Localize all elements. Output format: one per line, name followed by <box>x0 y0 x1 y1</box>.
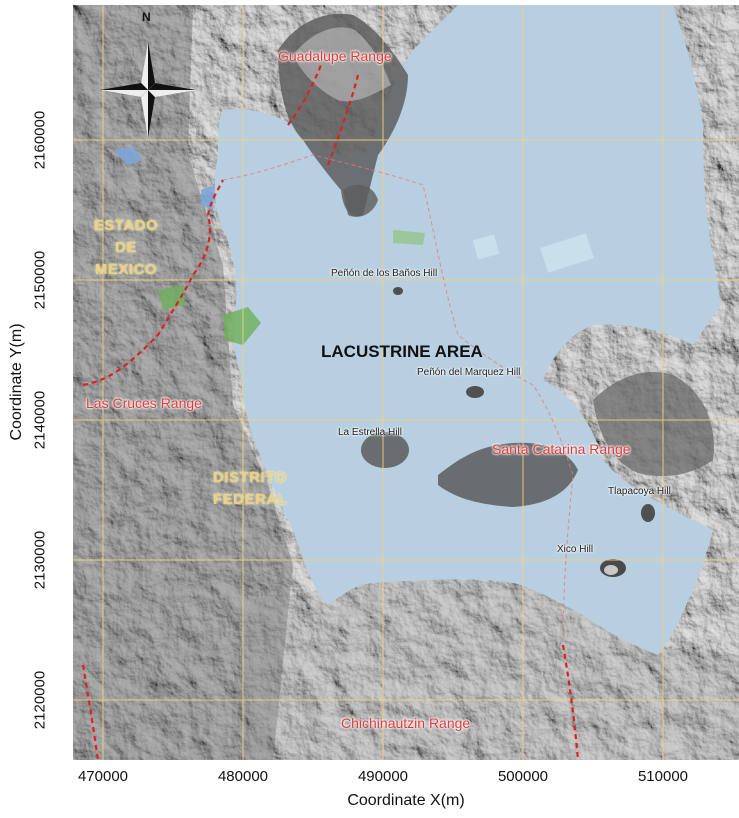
estado-line: ESTADO <box>93 217 159 234</box>
banos-hill <box>393 287 403 295</box>
marquez-hill <box>466 386 484 398</box>
x-tick-label: 490000 <box>357 768 409 785</box>
y-axis-title: Coordinate Y(m) <box>8 323 25 441</box>
guadalupe-range-label: Guadalupe Range <box>278 48 392 64</box>
north-arrow <box>100 42 196 138</box>
x-tick-label: 480000 <box>217 768 269 785</box>
x-tick-label: 470000 <box>77 768 129 785</box>
southern-mountains <box>243 575 739 760</box>
santa-catarina-range-label: Santa Catarina Range <box>492 441 631 457</box>
eastern-volcano <box>593 372 714 477</box>
green-patch <box>223 307 261 345</box>
la-estrella-label: La Estrella Hill <box>338 427 402 438</box>
western-mountains <box>73 5 293 760</box>
y-tick-label: 2120000 <box>31 670 49 730</box>
xico-label: Xico Hill <box>557 544 594 555</box>
water-patch <box>113 147 143 165</box>
northern-lake-hill <box>343 184 378 217</box>
water-patch <box>472 234 500 260</box>
tlapacoya-hill <box>641 504 655 522</box>
federal-line: FEDERAL <box>213 491 288 508</box>
distrito-federal-label: DISTRITO FEDERAL <box>213 467 303 511</box>
north-label: N <box>142 10 151 24</box>
x-tick-label: 510000 <box>637 768 689 785</box>
x-tick-label: 500000 <box>497 768 549 785</box>
tlapacoya-label: Tlapacoya Hill <box>608 486 671 497</box>
xico-hill-rim <box>604 565 618 575</box>
chichinautzin-range-label: Chichinautzin Range <box>341 715 471 731</box>
estado-de-mexico-label: ESTADO DE MEXICO <box>81 215 171 281</box>
municipal-boundary <box>222 154 574 646</box>
state-boundary <box>81 64 580 760</box>
y-tick-label: 2140000 <box>31 390 49 450</box>
y-tick-label: 2130000 <box>31 530 49 590</box>
santa-catarina-mountain <box>438 442 578 507</box>
penon-de-los-banos-label: Peñón de los Baños Hill <box>331 268 438 279</box>
grid <box>73 5 739 760</box>
map-frame[interactable]: Guadalupe Range Peñón de los Baños Hill … <box>73 5 739 760</box>
penon-del-marquez-label: Peñón del Marquez Hill <box>417 367 521 378</box>
lacustrine-area-label: LACUSTRINE AREA <box>321 342 483 361</box>
de-line: DE <box>115 239 137 256</box>
mexico-line: MEXICO <box>94 261 158 278</box>
hillshade-map <box>73 5 739 760</box>
y-tick-label: 2150000 <box>31 250 49 310</box>
x-axis-title: Coordinate X(m) <box>347 792 465 809</box>
distrito-line: DISTRITO <box>213 469 287 486</box>
water-patch <box>540 233 594 273</box>
y-tick-label: 2160000 <box>31 110 49 170</box>
estrella-hill <box>361 432 409 468</box>
green-patch <box>393 230 425 245</box>
las-cruces-range-label: Las Cruces Range <box>86 395 202 411</box>
guadalupe-shade <box>293 27 391 102</box>
